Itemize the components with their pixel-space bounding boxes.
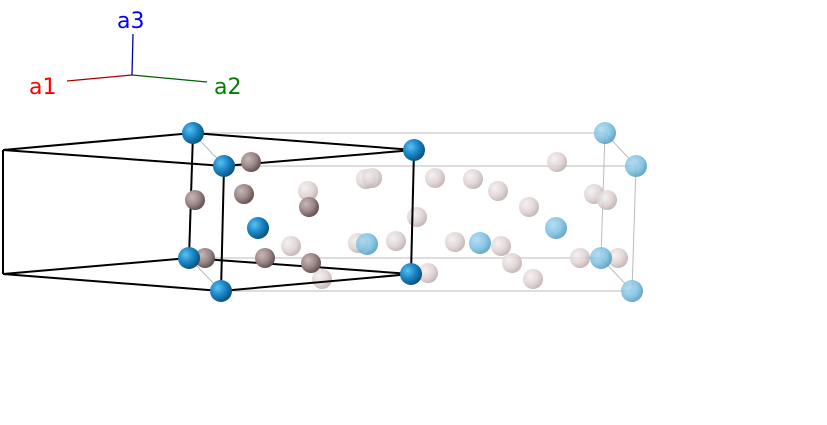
- ghost-atom-light: [281, 236, 301, 256]
- ghost-atom-light: [597, 190, 617, 210]
- ghost-atom-blue: [625, 155, 647, 177]
- ghost-atom-blue: [469, 232, 491, 254]
- ghost-atom-light: [463, 169, 483, 189]
- unit-cell-edge: [2, 132, 194, 151]
- atom-blue: [247, 217, 269, 239]
- atom-brown: [301, 253, 321, 273]
- ghost-cell-edge: [631, 165, 637, 292]
- axis-a3-line: [131, 33, 134, 76]
- atom-blue: [400, 263, 422, 285]
- unit-cell-edge: [2, 149, 225, 167]
- ghost-atom-blue: [590, 247, 612, 269]
- ghost-atom-light: [362, 168, 382, 188]
- ghost-atom-blue: [594, 122, 616, 144]
- unit-cell-atoms: [178, 122, 425, 302]
- ghost-atom-light: [407, 207, 427, 227]
- axis-a1-line: [66, 74, 133, 82]
- ghost-atom-light: [519, 197, 539, 217]
- axis-a2-label: a2: [214, 75, 241, 100]
- unit-cell-edge: [192, 132, 415, 151]
- ghost-atom-light: [547, 152, 567, 172]
- atom-blue: [403, 139, 425, 161]
- atom-brown: [185, 190, 205, 210]
- unit-cell-edge: [220, 273, 412, 292]
- atom-brown: [299, 197, 319, 217]
- ghost-atom-light: [488, 181, 508, 201]
- axis-a1-label: a1: [29, 75, 56, 100]
- atom-brown: [195, 248, 215, 268]
- ghost-atoms: [281, 122, 647, 302]
- axis-triad: a1 a2 a3: [29, 9, 241, 100]
- ghost-atom-blue: [621, 280, 643, 302]
- ghost-atom-light: [608, 248, 628, 268]
- ghost-atom-light: [386, 231, 406, 251]
- atom-brown: [255, 248, 275, 268]
- atom-blue: [182, 122, 204, 144]
- axis-a2-line: [131, 74, 208, 83]
- atom-blue: [213, 155, 235, 177]
- unit-cell-edge: [410, 149, 415, 275]
- atom-brown: [234, 184, 254, 204]
- unit-cell-edge: [188, 257, 412, 275]
- ghost-atom-light: [445, 232, 465, 252]
- ghost-atom-light: [418, 263, 438, 283]
- ghost-atom-light: [491, 236, 511, 256]
- ghost-atom-light: [312, 269, 332, 289]
- axis-a3-label: a3: [117, 9, 144, 34]
- unit-cell-edge: [2, 257, 190, 275]
- ghost-atom-blue: [356, 233, 378, 255]
- ghost-atom-light: [298, 181, 318, 201]
- ghost-atom-blue: [545, 217, 567, 239]
- ghost-atom-light: [570, 248, 590, 268]
- unit-cell-edge: [2, 273, 222, 292]
- atom-brown: [241, 152, 261, 172]
- ghost-atom-light: [502, 253, 522, 273]
- atom-blue: [210, 280, 232, 302]
- atom-blue: [178, 247, 200, 269]
- ghost-atom-light: [425, 168, 445, 188]
- unit-cell-edge: [220, 165, 225, 292]
- ghost-atom-light: [523, 269, 543, 289]
